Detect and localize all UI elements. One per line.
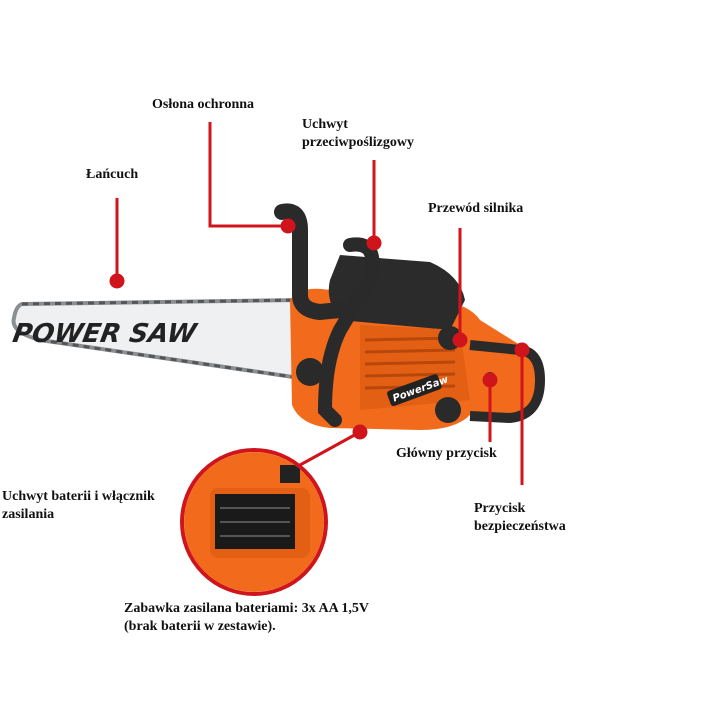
label-uchwyt-baterii: Uchwyt baterii i włącznik zasilania bbox=[2, 489, 155, 522]
bar-logo: POWER SAW bbox=[10, 319, 199, 349]
label-uchwyt-przeciwposlizgowy: Uchwyt przeciwpoślizgowy bbox=[302, 117, 414, 150]
label-zasilanie: Zabawka zasilana bateriami: 3x AA 1,5V (… bbox=[124, 601, 370, 634]
battery-inset bbox=[180, 448, 328, 596]
leader-lines bbox=[109, 122, 530, 485]
label-lancuch: Łańcuch bbox=[86, 167, 139, 182]
saw-body: PowerSaw bbox=[274, 203, 546, 430]
label-oslona-ochronna: Osłona ochronna bbox=[152, 97, 255, 112]
chain-bar: POWER SAW bbox=[10, 297, 302, 381]
label-przewod-silnika: Przewód silnika bbox=[428, 201, 524, 216]
label-przycisk-bezpieczenstwa: Przycisk bezpieczeństwa bbox=[474, 501, 566, 534]
label-glowny-przycisk: Główny przycisk bbox=[396, 446, 497, 461]
